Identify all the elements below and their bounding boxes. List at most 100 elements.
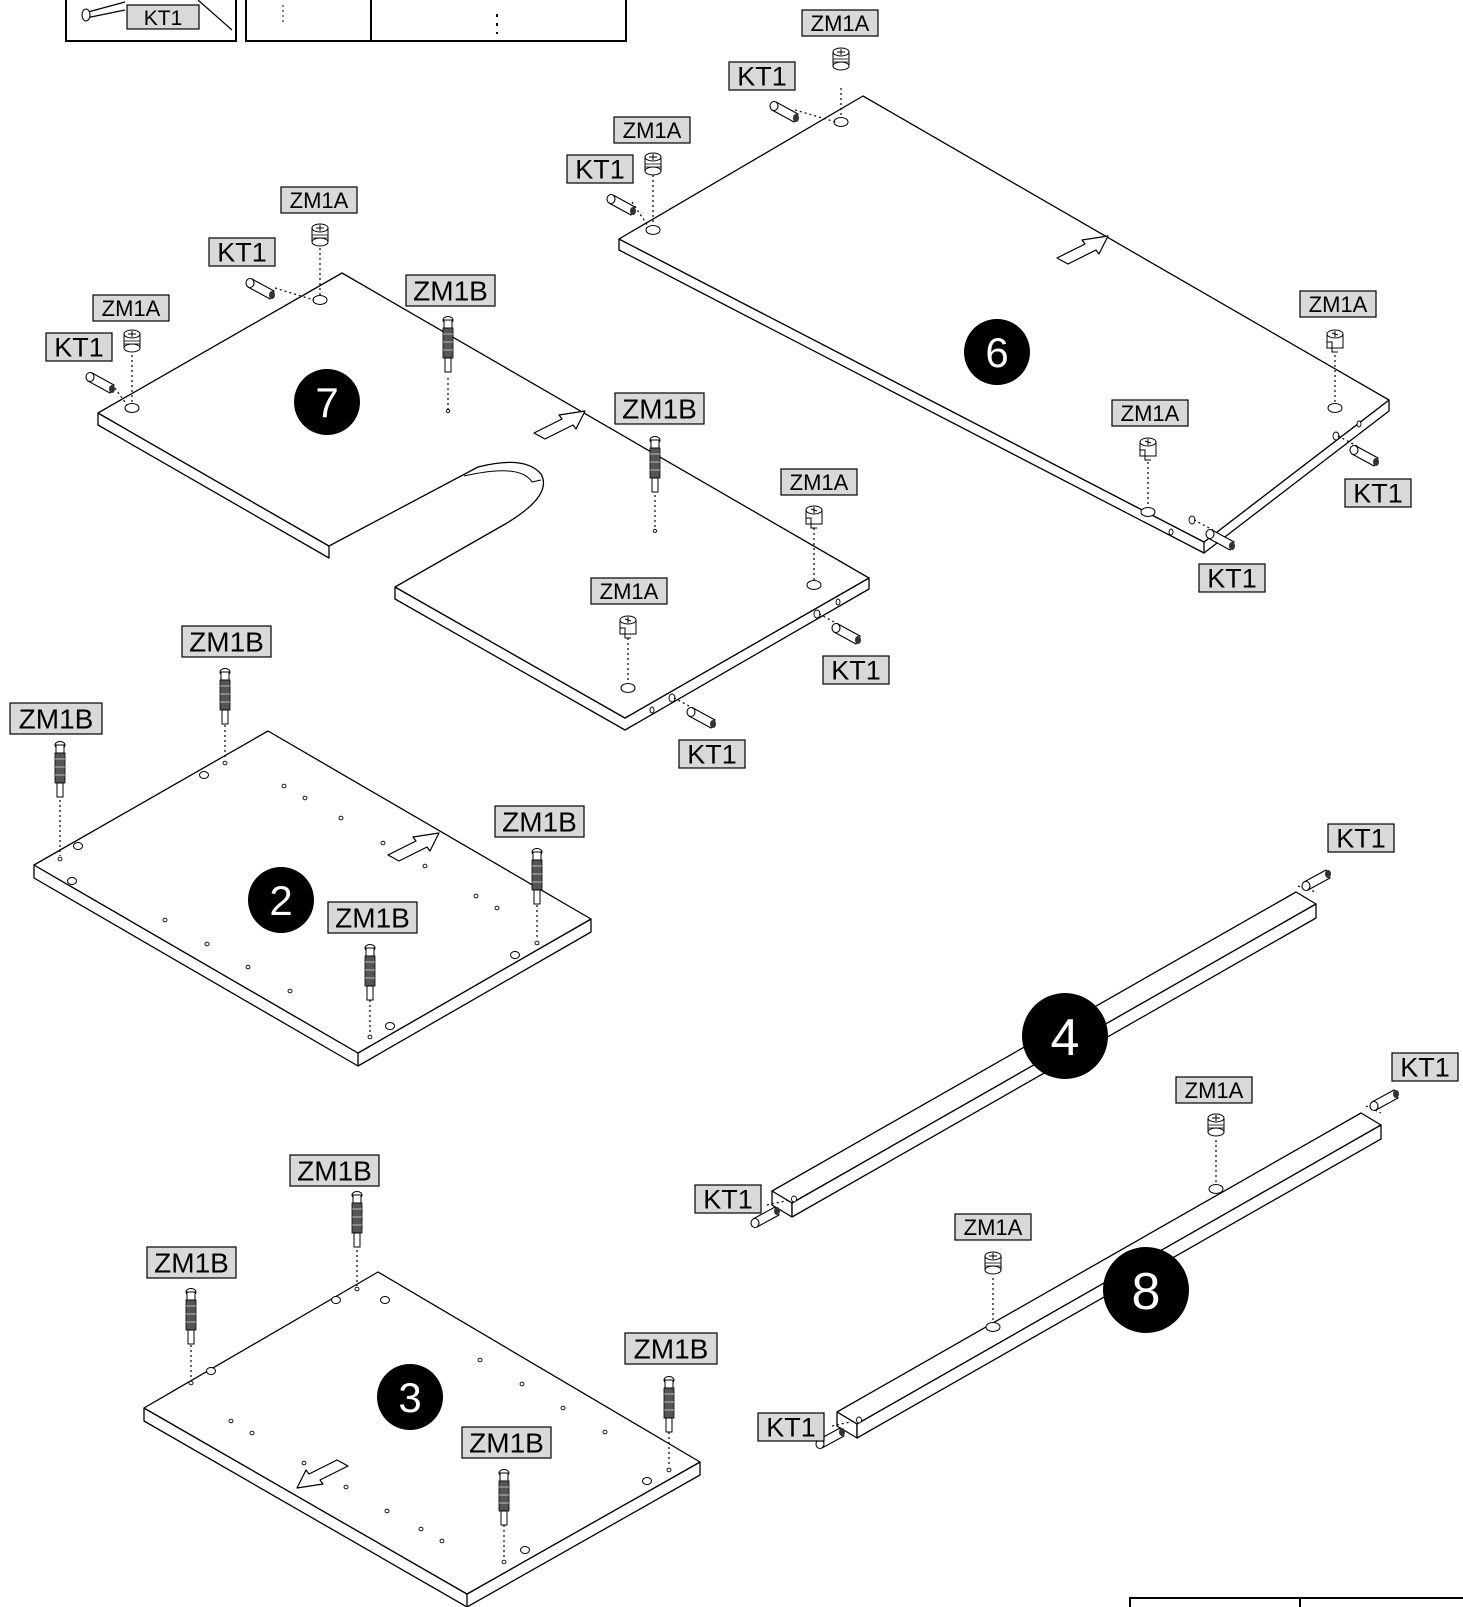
svg-text:8: 8 bbox=[1132, 1263, 1161, 1321]
tag-cam-7d: ZM1A bbox=[590, 577, 668, 605]
tag-cam-6b: ZM1A bbox=[613, 116, 691, 144]
rail-4: 4 bbox=[766, 885, 1317, 1218]
tag-label: KT1 bbox=[766, 1413, 816, 1443]
tag-bolt-2a: ZM1B bbox=[181, 625, 272, 658]
svg-text:4: 4 bbox=[1051, 1009, 1080, 1067]
bolt-2a bbox=[219, 668, 231, 725]
panel-2: 2 bbox=[33, 725, 592, 1067]
panel-3-holes bbox=[188, 1286, 672, 1565]
tag-label: ZM1A bbox=[102, 296, 161, 321]
dowel-6b bbox=[606, 193, 637, 216]
dowel-7b bbox=[85, 371, 116, 394]
legend-dowel-tag: KT1 bbox=[126, 4, 200, 30]
tag-label: ZM1B bbox=[413, 276, 488, 307]
tag-label: KT1 bbox=[1400, 1053, 1450, 1083]
tag-dowel-7a: KT1 bbox=[208, 237, 276, 268]
cam-7c bbox=[805, 505, 823, 529]
tag-cam-7b: ZM1A bbox=[92, 294, 170, 322]
tag-dowel-4a: KT1 bbox=[694, 1184, 762, 1215]
dowel-8b bbox=[1369, 1089, 1400, 1112]
tag-bolt-7b: ZM1B bbox=[614, 392, 705, 425]
panel-2-holes bbox=[57, 760, 540, 1040]
svg-text:6: 6 bbox=[985, 329, 1008, 376]
dowel-6a bbox=[769, 100, 800, 123]
tag-bolt-2b: ZM1B bbox=[9, 702, 103, 735]
tag-dowel-7c: KT1 bbox=[822, 655, 890, 686]
tag-label: ZM1A bbox=[1121, 401, 1180, 426]
dowel-7c bbox=[831, 622, 862, 645]
tag-label: KT1 bbox=[1336, 824, 1386, 854]
tag-label: ZM1A bbox=[1185, 1078, 1244, 1103]
tag-label: KT1 bbox=[54, 333, 104, 363]
bolt-2d bbox=[364, 944, 376, 1001]
tag-cam-7c: ZM1A bbox=[780, 468, 858, 496]
tag-label: ZM1B bbox=[335, 903, 410, 934]
badge-3: 3 bbox=[377, 1364, 443, 1430]
svg-text:KT1: KT1 bbox=[144, 7, 183, 30]
svg-text:3: 3 bbox=[398, 1374, 421, 1421]
panel-6: 6 bbox=[618, 88, 1390, 554]
svg-text:2: 2 bbox=[269, 877, 292, 924]
cam-7b bbox=[123, 329, 141, 353]
bolt-7a bbox=[442, 316, 454, 373]
bolt-3c bbox=[663, 1376, 675, 1433]
dowel-6c bbox=[1349, 444, 1380, 467]
dowel-7d bbox=[686, 706, 717, 729]
tag-dowel-8b: KT1 bbox=[1391, 1052, 1459, 1083]
badge-4: 4 bbox=[1022, 993, 1108, 1079]
dowel-4b bbox=[1301, 869, 1332, 892]
tag-dowel-8a: KT1 bbox=[757, 1412, 825, 1443]
tag-label: ZM1A bbox=[1309, 292, 1368, 317]
tag-dowel-6a: KT1 bbox=[728, 61, 796, 92]
hardware-tags: ZM1AKT1ZM1AKT1ZM1AZM1AKT1KT1ZM1AKT1ZM1AK… bbox=[9, 9, 1459, 1459]
rail-8: 8 bbox=[831, 1105, 1382, 1439]
tag-label: ZM1A bbox=[964, 1215, 1023, 1240]
tag-label: KT1 bbox=[831, 656, 881, 686]
bolt-3b bbox=[185, 1288, 197, 1345]
tag-dowel-7b: KT1 bbox=[45, 332, 113, 363]
cam-8b bbox=[984, 1251, 1002, 1275]
tag-cam-6c: ZM1A bbox=[1299, 290, 1377, 318]
tag-label: ZM1A bbox=[290, 188, 349, 213]
tag-label: ZM1A bbox=[623, 118, 682, 143]
bolt-7b bbox=[649, 436, 661, 493]
tag-label: ZM1B bbox=[189, 627, 264, 658]
tag-dowel-6c: KT1 bbox=[1344, 478, 1412, 509]
svg-text:7: 7 bbox=[315, 379, 338, 426]
tag-label: KT1 bbox=[217, 238, 267, 268]
badge-6: 6 bbox=[964, 319, 1030, 385]
panel-3: 3 bbox=[143, 1250, 701, 1607]
tag-label: ZM1B bbox=[622, 394, 697, 425]
tag-bolt-3d: ZM1B bbox=[461, 1426, 552, 1459]
tag-bolt-2c: ZM1B bbox=[494, 805, 585, 838]
tag-dowel-7d: KT1 bbox=[678, 739, 746, 770]
badge-7: 7 bbox=[294, 369, 360, 435]
tag-label: KT1 bbox=[1353, 479, 1403, 509]
bolt-2c bbox=[531, 848, 543, 905]
tag-bolt-3b: ZM1B bbox=[146, 1246, 237, 1279]
tag-cam-7a: ZM1A bbox=[280, 186, 358, 214]
badge-8: 8 bbox=[1103, 1247, 1189, 1333]
bolt-3d bbox=[498, 1469, 510, 1526]
cam-8a bbox=[1207, 1113, 1225, 1137]
bolt-3a bbox=[351, 1191, 363, 1248]
tag-bolt-2d: ZM1B bbox=[327, 901, 418, 934]
cam-6c bbox=[1326, 329, 1344, 353]
tag-label: ZM1A bbox=[600, 579, 659, 604]
tag-bolt-3c: ZM1B bbox=[624, 1332, 718, 1365]
tag-dowel-6d: KT1 bbox=[1198, 563, 1266, 594]
tag-label: ZM1B bbox=[297, 1156, 372, 1187]
badge-2: 2 bbox=[248, 867, 314, 933]
cam-6a bbox=[832, 47, 850, 71]
tag-label: KT1 bbox=[737, 62, 787, 92]
tag-label: KT1 bbox=[1207, 564, 1257, 594]
tag-label: ZM1A bbox=[811, 11, 870, 36]
tag-bolt-7a: ZM1B bbox=[405, 274, 496, 307]
tag-label: KT1 bbox=[703, 1185, 753, 1215]
legend-fragment: KT1 bbox=[65, 0, 627, 42]
panel-7: 7 bbox=[97, 248, 870, 731]
tag-cam-6d: ZM1A bbox=[1111, 399, 1189, 427]
tag-label: KT1 bbox=[687, 740, 737, 770]
tag-dowel-6b: KT1 bbox=[566, 154, 634, 185]
tag-label: KT1 bbox=[575, 155, 625, 185]
